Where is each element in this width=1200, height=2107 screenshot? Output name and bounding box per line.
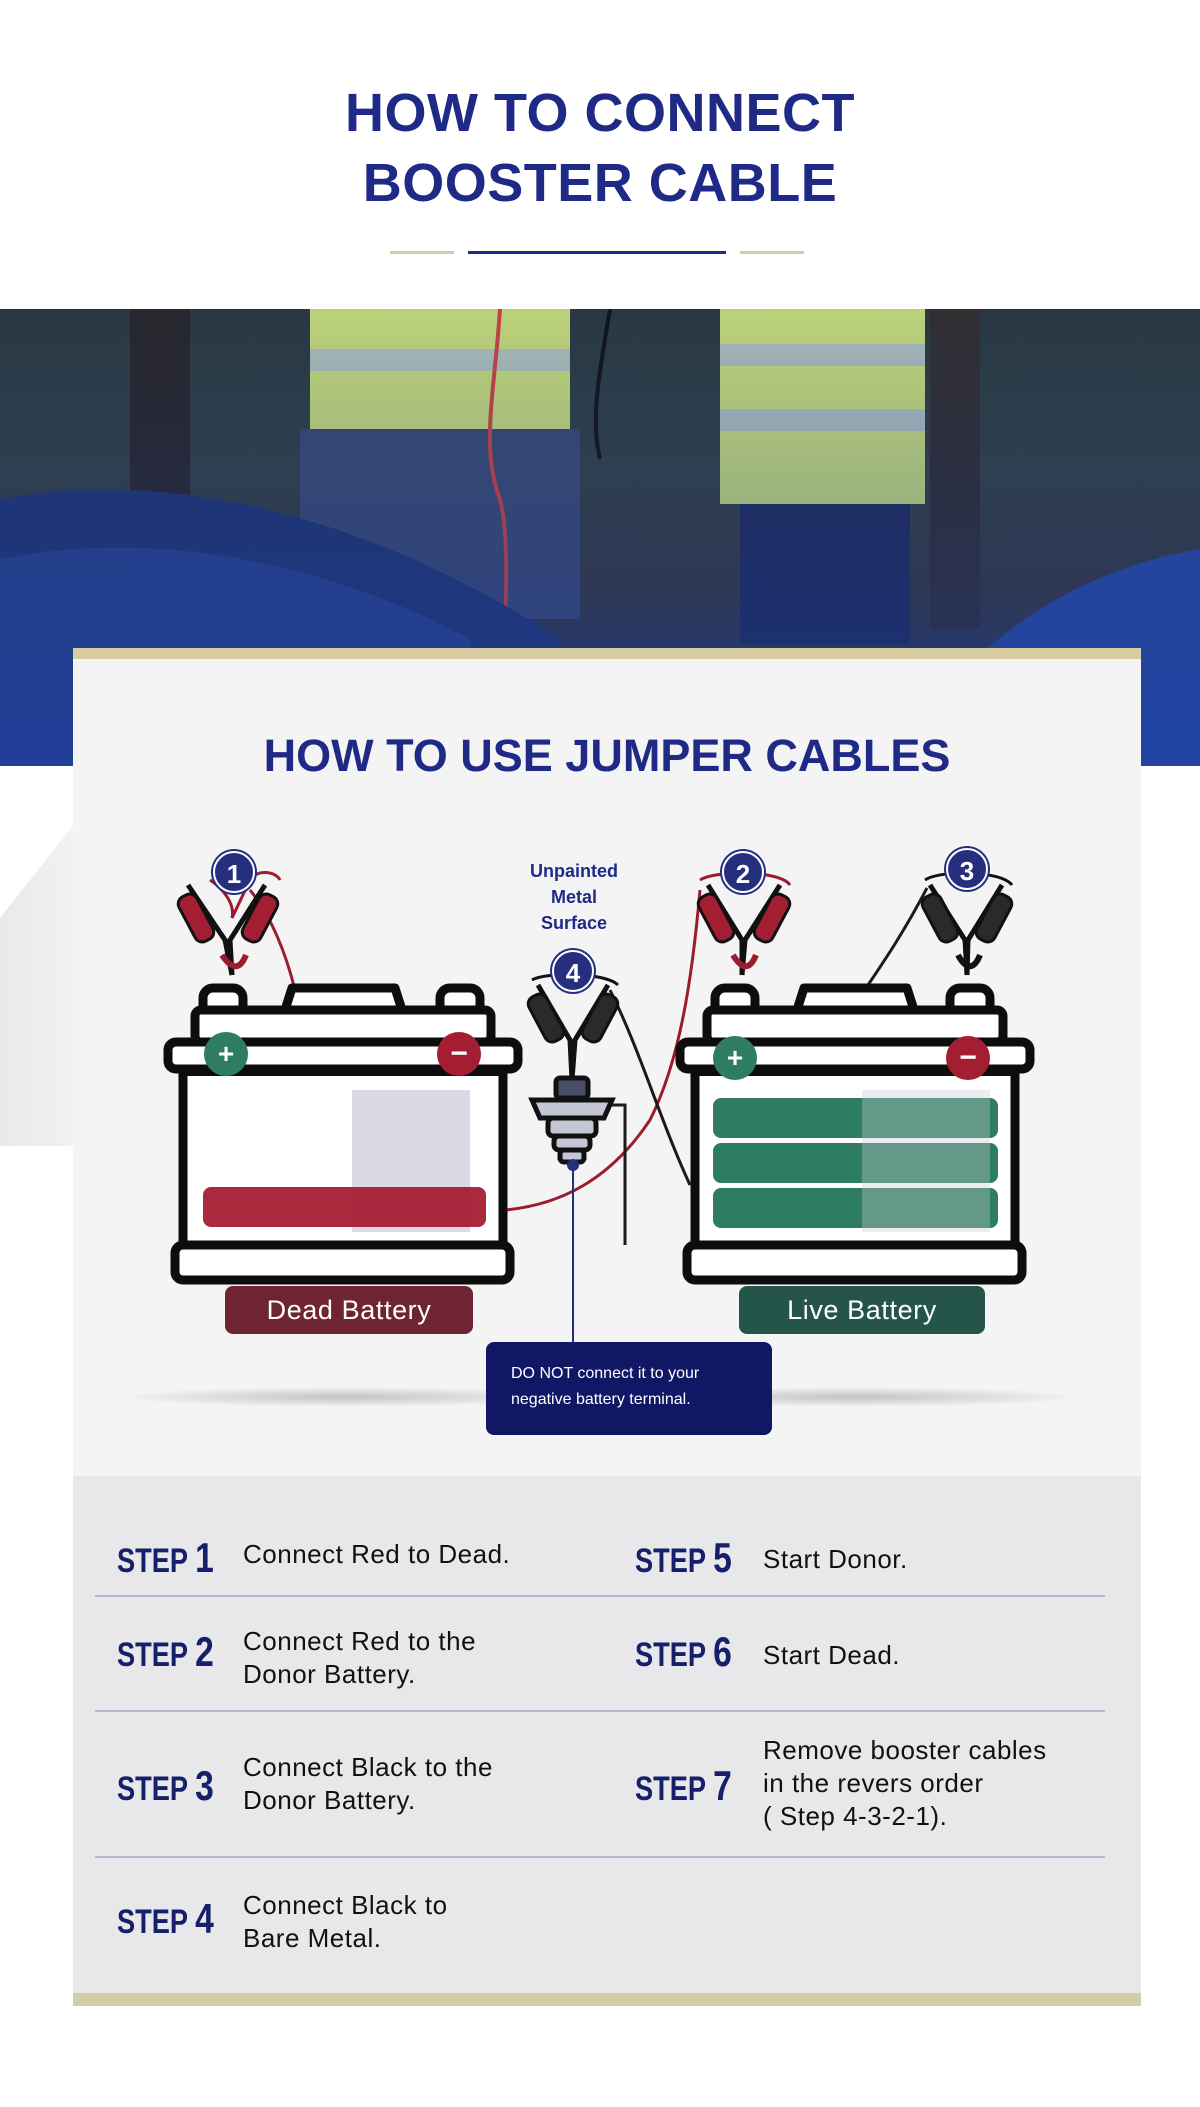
steps-panel xyxy=(73,1476,1141,1993)
unpainted-metal-label: Unpainted Metal Surface xyxy=(530,861,618,933)
badge-2: 2 xyxy=(722,851,764,893)
page-title-line2: BOOSTER CABLE xyxy=(362,153,838,213)
step-divider xyxy=(95,1595,1105,1597)
title-rule-center xyxy=(468,251,726,254)
warning-callout: DO NOT connect it to your negative batte… xyxy=(486,1342,772,1435)
page-title: HOW TO CONNECT BOOSTER CABLE xyxy=(0,78,1200,218)
step-5-text: Start Donor. xyxy=(763,1544,908,1574)
step-5-number: STEP 5 xyxy=(635,1534,732,1581)
title-rule-right xyxy=(740,251,804,254)
step-2-number: STEP 2 xyxy=(117,1628,214,1675)
step-1-number: STEP 1 xyxy=(117,1534,214,1581)
badge-3: 3 xyxy=(946,848,988,890)
step-7-number: STEP 7 xyxy=(635,1762,732,1809)
dead-battery-label: Dead Battery xyxy=(225,1286,473,1334)
title-rule-left xyxy=(390,251,454,254)
step-divider xyxy=(95,1710,1105,1712)
step-6-number: STEP 6 xyxy=(635,1628,732,1675)
live-battery-label: Live Battery xyxy=(739,1286,985,1334)
step-3-number: STEP 3 xyxy=(117,1762,214,1809)
step-4-number: STEP 4 xyxy=(117,1895,214,1942)
step-1-text: Connect Red to Dead. xyxy=(243,1539,511,1569)
badge-4: 4 xyxy=(552,950,594,992)
badge-1: 1 xyxy=(213,851,255,893)
page-title-line1: HOW TO CONNECT xyxy=(345,83,855,143)
card-title: HOW TO USE JUMPER CABLES xyxy=(263,730,951,781)
step-6-text: Start Dead. xyxy=(763,1640,901,1670)
step-divider xyxy=(95,1856,1105,1858)
card-bottom-rule xyxy=(73,1993,1141,2006)
